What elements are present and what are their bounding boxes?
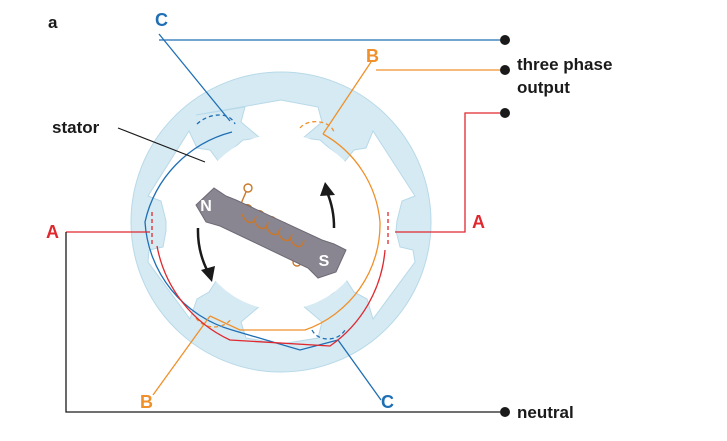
- figure-label: a: [48, 13, 58, 32]
- stator-label: stator: [52, 118, 100, 137]
- phase-a-left-label: A: [46, 222, 59, 242]
- rotation-arrow-right: [320, 182, 336, 229]
- phase-b-bottom-label: B: [140, 392, 153, 412]
- terminal-c-dot: [500, 35, 510, 45]
- rotor: N S: [195, 183, 347, 279]
- phase-b-winding: [152, 61, 500, 396]
- stator-leader-line: [117, 127, 206, 163]
- rotor-north-label: N: [200, 198, 212, 215]
- rotor-coil-front: [241, 213, 305, 248]
- phase-c-top-label: C: [155, 10, 168, 30]
- rotation-arrow-left: [196, 227, 215, 282]
- phase-c-bottom-label: C: [381, 392, 394, 412]
- phase-a-winding: [66, 112, 500, 347]
- three-phase-label-line1: three phase: [517, 55, 612, 74]
- phase-b-top-label: B: [366, 46, 379, 66]
- terminal-a-dot: [500, 108, 510, 118]
- neutral-label: neutral: [517, 403, 574, 422]
- three-phase-label-line2: output: [517, 78, 570, 97]
- phase-c-winding: [144, 33, 500, 401]
- stator-body: [130, 71, 432, 373]
- phase-a-right-label: A: [472, 212, 485, 232]
- terminal-b-dot: [500, 65, 510, 75]
- rotor-south-label: S: [319, 253, 330, 270]
- terminal-neutral-dot: [500, 407, 510, 417]
- neutral-wire: [65, 232, 500, 413]
